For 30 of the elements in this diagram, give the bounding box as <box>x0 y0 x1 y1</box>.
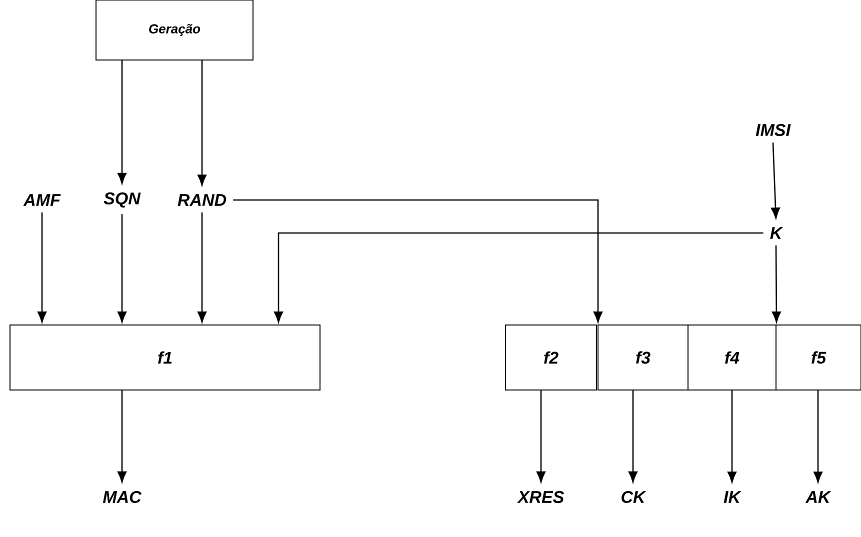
signal-label: IMSI <box>756 124 791 136</box>
arrow <box>118 60 127 184</box>
arrow <box>814 390 822 483</box>
arrow <box>118 390 127 482</box>
signal-label: AK <box>805 491 832 503</box>
arrow <box>728 390 736 483</box>
arrow <box>118 214 127 323</box>
arrow <box>38 212 47 323</box>
function-box: f1 <box>10 324 320 390</box>
signal-label: SQN <box>104 192 141 208</box>
arrow <box>198 60 207 186</box>
process-box: Geração <box>96 0 254 60</box>
signal-label: K <box>770 227 784 239</box>
signal-label: RAND <box>178 194 226 206</box>
arrow <box>771 142 780 219</box>
arrow <box>233 199 602 323</box>
signal-label: IK <box>724 491 742 503</box>
arrow <box>628 390 638 482</box>
arrow <box>772 245 781 323</box>
signal-label: MAC <box>102 490 142 503</box>
function-box: f5 <box>776 324 861 390</box>
arrow <box>198 212 207 323</box>
signal-label: XRES <box>517 490 564 503</box>
arrow <box>536 390 546 482</box>
signal-label: CK <box>622 490 646 503</box>
function-box: f2 <box>505 324 597 390</box>
signal-label: AMF <box>23 194 61 206</box>
function-box: f4 <box>688 324 776 390</box>
arrow <box>274 232 764 323</box>
function-box: f3 <box>598 324 688 390</box>
